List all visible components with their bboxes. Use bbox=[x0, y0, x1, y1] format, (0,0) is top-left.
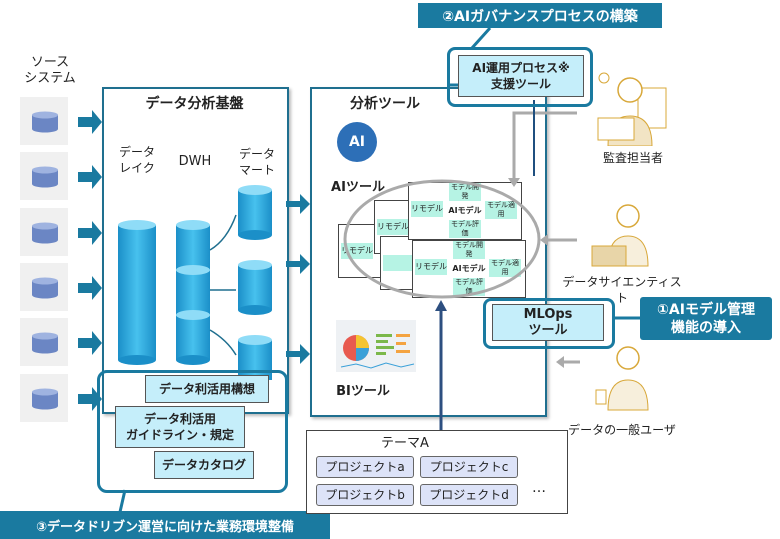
source-label: ソースシステム bbox=[24, 55, 76, 86]
ai-tool-label: AIツール bbox=[331, 180, 385, 195]
source-arrow bbox=[78, 331, 102, 356]
source-arrow bbox=[78, 275, 102, 300]
data-scientist-icon bbox=[591, 204, 649, 267]
project-b[interactable]: プロジェクトb bbox=[316, 484, 414, 506]
source-system bbox=[20, 97, 68, 145]
ai-model-management-label: ①AIモデル管理機能の導入 bbox=[640, 297, 772, 340]
source-arrow bbox=[78, 386, 102, 411]
data-driven-label: ③データドリブン運営に向けた業務環境整備 bbox=[0, 511, 330, 539]
database-icon bbox=[32, 222, 58, 244]
auditor-label: 監査担当者 bbox=[602, 151, 663, 165]
project-a[interactable]: プロジェクトa bbox=[316, 456, 414, 478]
data-lake-cylinder bbox=[118, 220, 156, 365]
remodel-node: リモデル bbox=[411, 201, 443, 217]
project-d[interactable]: プロジェクトd bbox=[420, 484, 518, 506]
develop-node: モデル開発 bbox=[453, 241, 485, 259]
data-utilization-guideline[interactable]: データ利活用ガイドライン・規定 bbox=[115, 406, 245, 448]
remodel-node: リモデル bbox=[377, 219, 409, 235]
source-arrow bbox=[78, 220, 102, 245]
remodel-node bbox=[383, 255, 415, 271]
ai-model-center: AIモデル bbox=[452, 264, 486, 273]
database-icon bbox=[32, 388, 58, 409]
mlops-frame bbox=[483, 298, 615, 349]
database-icon bbox=[32, 166, 58, 188]
source-system bbox=[20, 152, 68, 201]
ai-model-cycle-card: リモデル モデル開発 AIモデル モデル適用 モデル評価 bbox=[408, 182, 522, 240]
auditor-icon bbox=[597, 72, 667, 146]
bi-tool-label: BIツール bbox=[336, 384, 390, 399]
analysis-title: 分析ツール bbox=[350, 96, 420, 112]
source-system bbox=[20, 373, 68, 422]
source-arrow bbox=[78, 110, 102, 134]
evaluate-node: モデル評価 bbox=[453, 278, 485, 296]
general-user-label: データの一般ユーザ bbox=[568, 423, 676, 437]
apply-node: モデル適用 bbox=[485, 201, 517, 219]
evaluate-node: モデル評価 bbox=[449, 220, 481, 238]
ai-head-icon: AI bbox=[337, 122, 377, 162]
platform-to-tools-arrows bbox=[286, 194, 310, 364]
database-icon bbox=[32, 332, 58, 354]
database-icon bbox=[32, 277, 58, 299]
governance-label: ②AIガバナンスプロセスの構築 bbox=[418, 3, 662, 28]
source-arrow bbox=[78, 165, 102, 190]
data-scientist-label: データサイエンティスト bbox=[562, 275, 682, 305]
bi-dashboard-icon bbox=[336, 320, 416, 372]
data-catalog[interactable]: データカタログ bbox=[154, 451, 254, 479]
project-c[interactable]: プロジェクトc bbox=[420, 456, 518, 478]
more-projects: … bbox=[532, 480, 546, 496]
source-system bbox=[20, 207, 68, 256]
business-environment-frame bbox=[97, 370, 288, 493]
platform-title: データ分析基盤 bbox=[145, 96, 244, 112]
ai-model-center: AIモデル bbox=[448, 206, 482, 215]
apply-node: モデル適用 bbox=[489, 259, 521, 277]
database-icon bbox=[32, 111, 58, 133]
data-mart-label: データマート bbox=[238, 147, 275, 177]
develop-node: モデル開発 bbox=[449, 183, 481, 201]
storage-cylinders bbox=[118, 185, 272, 380]
ai-model-ellipse bbox=[343, 179, 541, 299]
data-mart-cylinders bbox=[238, 185, 272, 380]
dwh-label: DWH bbox=[178, 154, 212, 169]
data-utilization-concept[interactable]: データ利活用構想 bbox=[145, 375, 269, 403]
theme-title: テーマA bbox=[381, 436, 429, 451]
general-user-icon bbox=[595, 346, 649, 411]
ai-model-cycle-card: リモデル モデル開発 AIモデル モデル適用 モデル評価 bbox=[412, 240, 526, 298]
dwh-cylinder bbox=[176, 220, 210, 365]
governance-tool-frame bbox=[447, 47, 593, 107]
data-lake-label: データレイク bbox=[118, 145, 155, 175]
source-system bbox=[20, 262, 68, 311]
source-system bbox=[20, 318, 68, 367]
ai-ops-support-tool[interactable]: AI運用プロセス※支援ツール bbox=[458, 55, 584, 97]
remodel-node: リモデル bbox=[415, 259, 447, 275]
